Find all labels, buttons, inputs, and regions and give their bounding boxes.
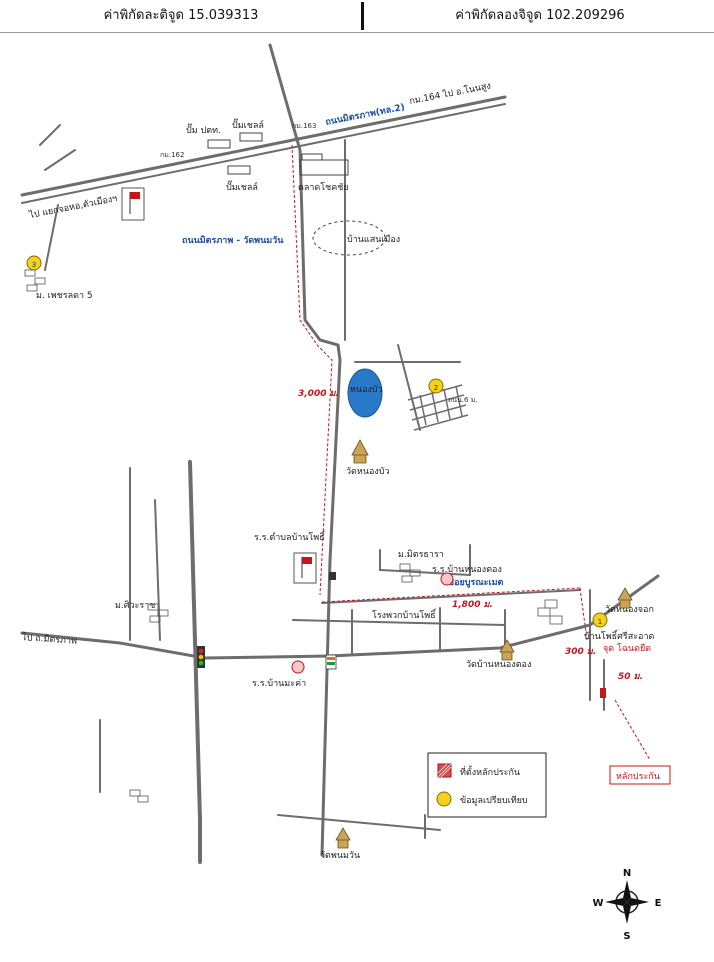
compass-e: E	[655, 898, 662, 909]
shell-pump-bottom-label: ปั๊มเชลล์	[226, 180, 258, 193]
coordinate-header: ค่าพิกัดละติจูด 15.039313 ค่าพิกัดลองจิจ…	[0, 0, 714, 33]
buildings	[207, 132, 349, 176]
ban-saenmuang-label: บ้านแสนเมือง	[347, 234, 400, 245]
to-mitraphap-label: ไป ถ.มิตรภาพ	[21, 632, 78, 647]
legend-collateral-label: ที่ตั้งหลักประกัน	[460, 765, 520, 778]
school-flag-icon-lower	[293, 552, 317, 584]
wat-ban-nong-tong-icon	[499, 639, 515, 661]
ptt-pump-icon	[207, 139, 231, 149]
distance-1800: 1,800 ม.	[452, 600, 493, 610]
school-flag-icon-top	[121, 187, 145, 221]
left-vertical-road	[188, 460, 202, 864]
shell-pump-bottom-icon	[227, 165, 251, 175]
school-ban-nong-tong-label: ร.ร.บ้านหนองตอง	[432, 564, 502, 575]
soi-label: ซอยบูรณะเมต	[448, 578, 504, 588]
highway-road-lane	[21, 103, 506, 204]
compass-w: W	[592, 898, 603, 909]
ban-saenmuang-area	[312, 220, 386, 256]
collateral-site-marker	[600, 688, 606, 698]
wat-phanom-wan-label: วัดพนมวัน	[320, 851, 360, 861]
ptt-pump-label: ปั๊ม ปตท.	[186, 123, 221, 136]
km162-label: กม.162	[160, 151, 184, 159]
housing-cluster-icons	[24, 269, 563, 803]
m-mo-thara-label: ม.มิตรธารา	[398, 549, 444, 560]
marker-2-label: 2	[434, 384, 438, 392]
distance-300: 300 ม.	[565, 647, 596, 657]
hospital-ban-pho-label: โรงพวกบ้านโพธิ์	[372, 608, 437, 621]
road-grid-west	[397, 344, 421, 431]
road-phetrada	[44, 204, 59, 271]
mitraphap-watphon-label: ถนนมิตรภาพ - วัดพนมวัน	[182, 235, 284, 246]
wat-phanom-wan-icon	[335, 827, 351, 849]
school-ban-mueang-label: ร.ร.บ้านมะค่า	[252, 678, 306, 689]
school-ban-mueang-icon	[291, 660, 305, 674]
route-path	[291, 144, 651, 761]
comparison-marker-1: 1	[592, 612, 608, 628]
talat-chokchai-label: ตลาดโชคชัย	[298, 182, 349, 193]
nong-bua-label: หนองบัว	[350, 385, 383, 395]
latitude-text: ค่าพิกัดละติจูด 15.039313	[103, 8, 259, 23]
collateral-callout-label: หลักประกัน	[616, 772, 660, 782]
school-ban-nong-tong-icon	[440, 572, 454, 586]
ban-pho-sisa-label: บ้านโพธิ์ศรีสะอาด	[584, 629, 655, 642]
road-6m-label: ถนน.6 ม.	[448, 396, 478, 404]
legend-comparison-label: ข้อมูลเปรียบเทียบ	[460, 795, 528, 806]
shell-pump-top-icon	[239, 132, 263, 142]
m-siwarat-label: ม.ศิวะราช	[115, 600, 155, 611]
shop-icon	[325, 654, 337, 670]
comparison-marker-2: 2	[428, 378, 444, 394]
longitude-text: ค่าพิกัดลองจิจูด 102.209296	[455, 8, 625, 23]
marker-3-label: 3	[32, 261, 36, 269]
shell-pump-top-label: ปั๊มเชลล์	[232, 118, 264, 131]
comparison-marker-3: 3	[26, 255, 42, 271]
compass-s: S	[623, 931, 630, 942]
bottom-road	[277, 814, 441, 831]
wat-ban-nong-tong-label: วัดบ้านหนองตอง	[466, 659, 531, 670]
nong-bua-pond	[347, 368, 383, 418]
school-small-icon	[329, 572, 336, 580]
traffic-light-icon	[197, 646, 205, 668]
legend: ที่ตั้งหลักประกัน ข้อมูลเปรียบเทียบ	[427, 752, 547, 818]
distance-3000: 3,000 ม.	[298, 389, 339, 399]
km163-label: กม.163	[292, 122, 316, 130]
collateral-callout-box	[609, 765, 671, 785]
main-vertical-road	[268, 43, 342, 857]
distance-50: 50 ม.	[618, 672, 643, 682]
header-divider	[361, 2, 364, 30]
market-icon	[299, 159, 349, 176]
to-korat-label: ไป แยกจอหอ,ตัวเมืองฯ	[27, 193, 118, 221]
ban-phetrada-label: ม. เพชรลดา 5	[36, 291, 93, 301]
marker-1-label: 1	[598, 618, 602, 626]
soi-road	[321, 589, 581, 604]
school-ban-pho-label: ร.ร.ตำบลบ้านโพธิ์	[254, 530, 326, 543]
wat-nong-chok-label: วัดหนองจอก	[605, 605, 654, 615]
compass-rose: N S W E	[592, 868, 661, 942]
highway-road	[20, 95, 507, 197]
lower-horizontal-road	[20, 574, 660, 660]
wat-nong-bua-icon	[351, 439, 369, 464]
side-road-left2	[154, 499, 161, 641]
collateral-point-label: จุด โฉนดยืด	[603, 643, 651, 654]
wat-nong-bua-label: วัดหนองบัว	[346, 467, 390, 477]
compass-n: N	[623, 868, 631, 879]
wat-nong-chok-icon	[617, 587, 633, 609]
road-network	[20, 43, 660, 864]
